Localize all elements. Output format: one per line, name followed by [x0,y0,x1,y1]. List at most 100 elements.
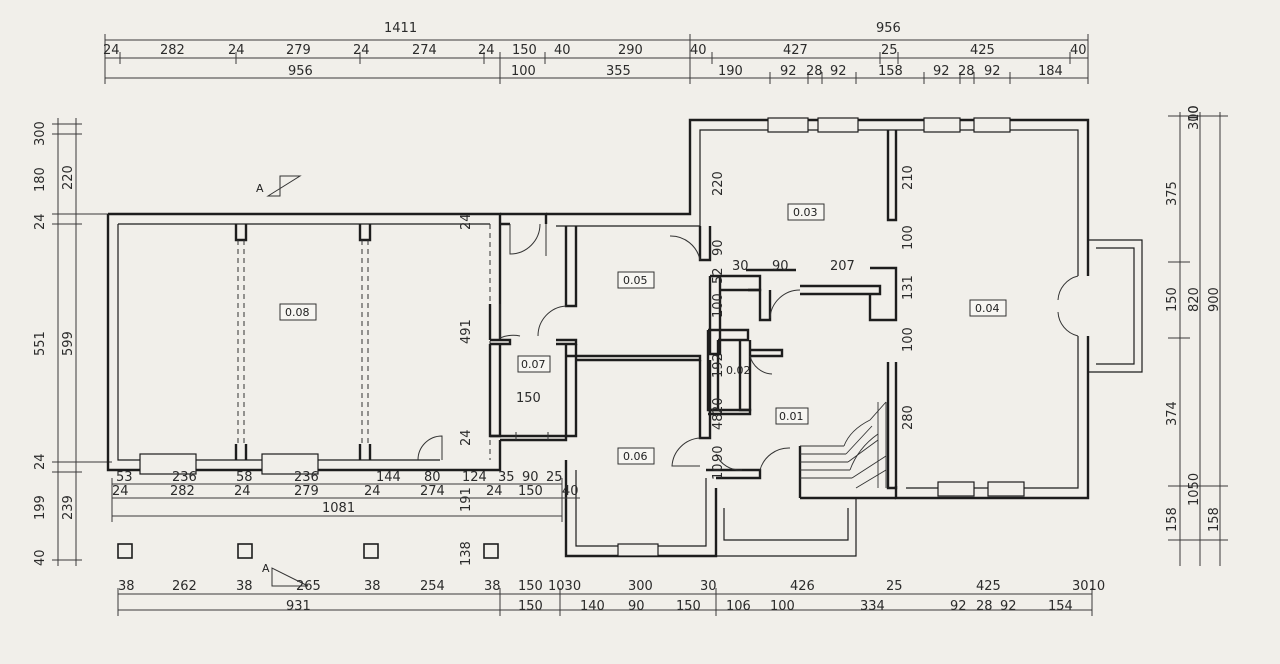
dim-bot-inner1: 236 [172,470,197,485]
room-label-0-05: 0.05 [623,274,648,287]
dim-bot-inner1: 58 [236,470,253,485]
dim-top3: 956 [288,64,313,79]
dim-bot1: 265 [296,579,321,594]
dim-right: 150 [1165,287,1180,312]
dim-inner: 207 [830,259,855,274]
dim-bot-inner2: 279 [294,484,319,499]
room-label-0-06: 0.06 [623,450,648,463]
section-marker-top: A [256,175,302,197]
dim-top2: 25 [881,43,898,58]
window [987,481,1025,497]
dim-bot1: 38 [236,579,253,594]
dim-bot-inner1: 90 [522,470,539,485]
dim-bot1: 30 [700,579,717,594]
dim-bot2: 100 [770,599,795,614]
dim-bot2: 28 [976,599,993,614]
dim-top2: 24 [228,43,245,58]
dim-top2: 24 [103,43,120,58]
dim-inner: 220 [711,171,726,196]
dim-inner: 20 [711,397,726,414]
staircase [800,401,887,489]
window [139,453,197,475]
dim-bot-inner2: 24 [364,484,381,499]
dim-left: 599 [61,331,76,356]
dim-bot1: 38 [364,579,381,594]
dim-top2: 274 [412,43,437,58]
room-label-0-02: 0.02 [726,364,751,377]
window [767,117,809,133]
doors [417,223,1079,471]
dim-bot-inner2: 24 [486,484,503,499]
dim-bot-inner1: 25 [546,470,563,485]
room-labels: 0.08 0.07 0.05 0.06 0.03 0.04 0.02 0.01 [279,203,1007,465]
dim-top3: 92 [933,64,950,79]
windows [139,117,1025,557]
dim-top2: 282 [160,43,185,58]
dim-inner: 90 [772,259,789,274]
dim-inner: 100 [901,225,916,250]
dim-bot1: 150 [518,579,543,594]
left-dimension-chains: 300 220 180 24 551 599 24 199 239 40 [33,118,112,566]
dim-top3: 92 [830,64,847,79]
window [937,481,975,497]
bottom-dimension-chains: 38 262 38 265 38 254 38 150 1030 300 30 … [117,579,1105,616]
dim-top3: 190 [718,64,743,79]
dim-bot1: 38 [118,579,135,594]
dim-bot-inner2: 24 [112,484,129,499]
dim-left: 24 [33,453,48,470]
dim-inner: 30 [732,259,749,274]
section-marker-bottom: A [262,562,309,587]
dim-top3: 28 [958,64,975,79]
dim-bot-inner1: 124 [462,470,487,485]
dim-left: 199 [33,495,48,520]
dim-inner: 48 [711,413,726,430]
dim-left: 239 [61,495,76,520]
dim-right: 375 [1165,181,1180,206]
dim-bot-inner2: 24 [234,484,251,499]
dim-bot-inner1: 35 [498,470,515,485]
dim-bot-inner2: 40 [562,484,579,499]
dim-bot-inner2: 274 [420,484,445,499]
dim-left: 220 [61,165,76,190]
dim-right: 820 [1187,287,1202,312]
dim-top2: 24 [353,43,370,58]
pillar [237,543,253,559]
dim-top3: 28 [806,64,823,79]
dim-right: 900 [1207,287,1222,312]
room-label-0-07: 0.07 [521,358,546,371]
window [923,117,961,133]
dim-right: 300 [1187,105,1202,130]
dim-inner: 90 [711,239,726,256]
window [261,453,319,475]
dim-top2: 427 [783,43,808,58]
dim-top2: 24 [478,43,495,58]
dim-top-total-left: 1411 [384,21,417,36]
dim-bot-inner1: 53 [116,470,133,485]
dim-bot2: 140 [580,599,605,614]
dim-bot-inner1: 80 [424,470,441,485]
dim-top3: 355 [606,64,631,79]
dim-top3: 92 [780,64,797,79]
dim-bot1: 1030 [548,579,581,594]
dim-bot2: 154 [1048,599,1073,614]
dim-top3: 184 [1038,64,1063,79]
dim-bot2: 150 [518,599,543,614]
dim-inner: 210 [901,165,916,190]
dim-top2: 40 [554,43,571,58]
dim-bot2: 92 [950,599,967,614]
dim-inner: 191 [459,487,474,512]
dim-left: 40 [33,549,48,566]
dim-inner: 24 [459,213,474,230]
dim-right: 158 [1165,507,1180,532]
dim-top3: 100 [511,64,536,79]
pillar [117,543,133,559]
dim-top2: 40 [1070,43,1087,58]
dim-top2: 40 [690,43,707,58]
dim-right: 374 [1165,401,1180,426]
dim-right: 158 [1207,507,1222,532]
dim-bot1: 426 [790,579,815,594]
window [817,117,859,133]
section-label: A [262,562,270,575]
dim-top2: 290 [618,43,643,58]
dim-inner: 24 [459,429,474,446]
